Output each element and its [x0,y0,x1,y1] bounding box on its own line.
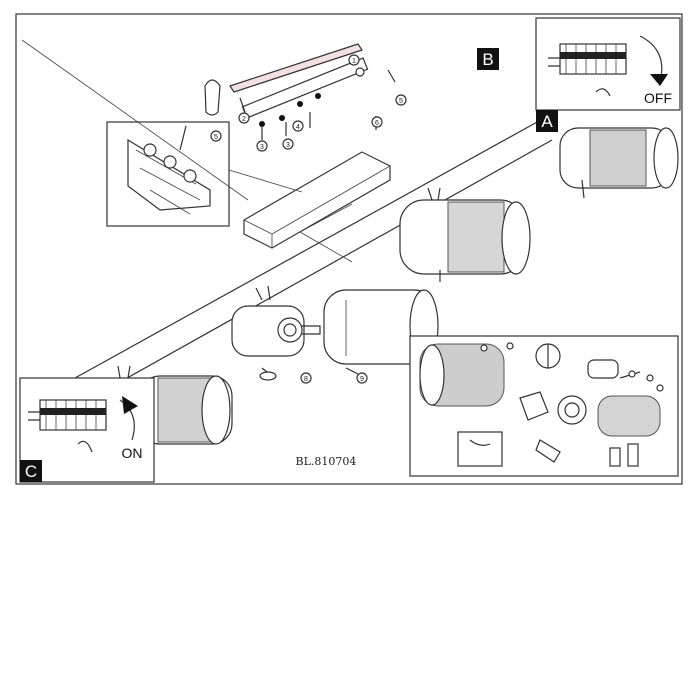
model-code: BL.810704 [296,455,357,468]
callout-bracket-4: 4 [296,124,300,131]
lamp-detail-inset [409,335,679,477]
callout-bracket-3: 3 [260,144,264,151]
bracket-mounting: 2 3 3 4 1 5 6 [204,43,407,152]
label-a-badge [536,110,558,132]
label-a: A [541,112,553,131]
diagram-frame [15,13,683,485]
callout-detail-5: 5 [214,134,218,141]
ceiling-bracket [241,57,369,119]
callout-bracket-3b: 3 [286,142,290,149]
callout-spot-8: 8 [304,376,308,383]
switch-off-inset: OFF [535,17,681,111]
fixture-rail [21,39,553,383]
label-b-badge [477,48,499,70]
callout-bracket-2: 2 [242,116,246,123]
callout-bracket-5: 5 [399,98,403,105]
spotlight-middle [399,187,531,282]
switch-on-label: ON [122,445,143,461]
spotlight-exploded: 8 9 [231,285,439,384]
callout-cover-6: 6 [375,120,379,127]
label-c-badge [20,460,42,482]
spotlight-top-right [559,127,679,199]
callout-bracket-1: 1 [352,58,356,65]
label-c: C [25,462,37,481]
label-b: B [482,50,493,69]
spotlight-lower-left [117,365,233,445]
canopy-cover [243,151,391,249]
switch-on-inset: ON [19,377,155,483]
wiring-detail-inset: 5 [106,121,303,227]
callout-spot-9: 9 [360,376,364,383]
switch-off-label: OFF [644,90,672,106]
